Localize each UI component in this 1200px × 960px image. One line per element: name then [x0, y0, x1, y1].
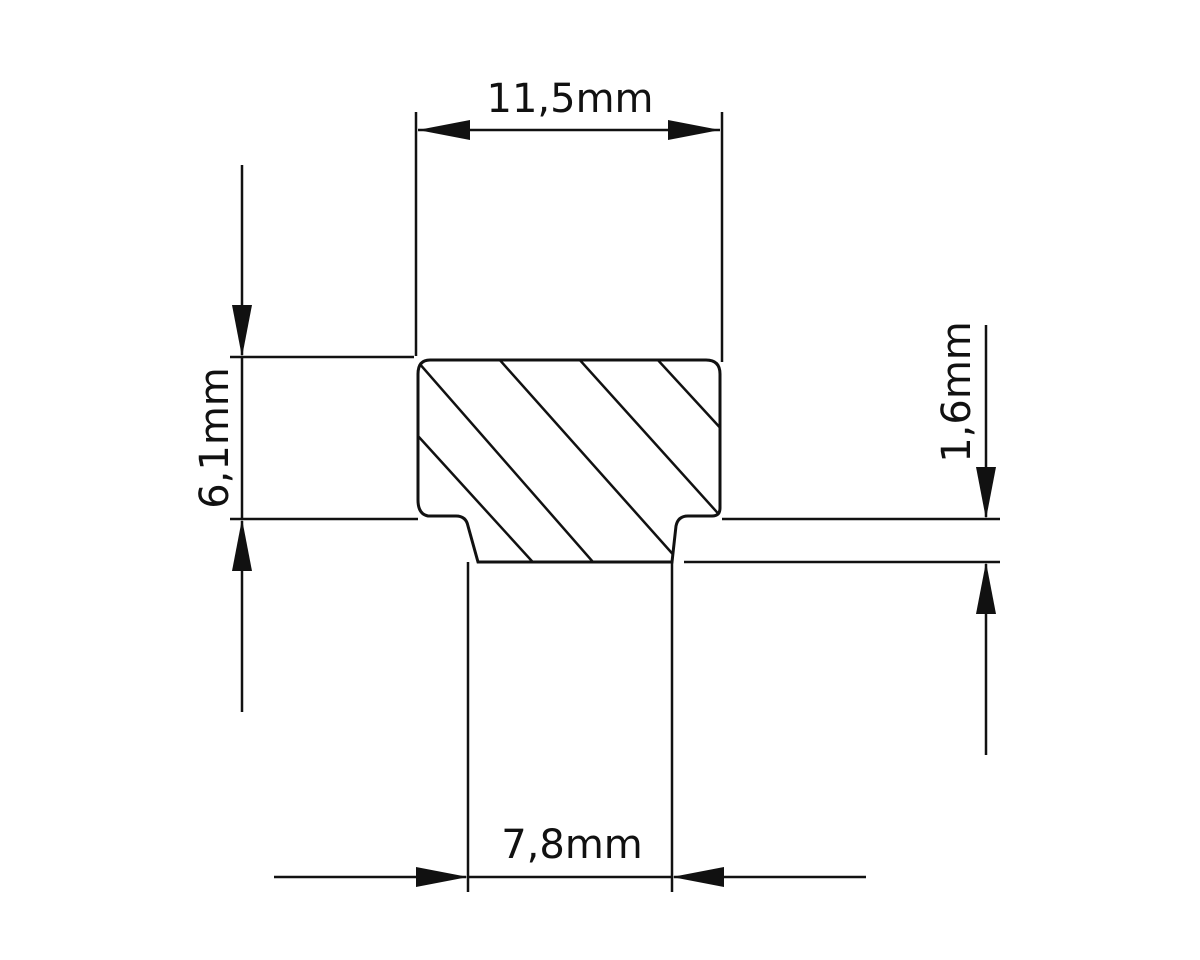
cross-section-hatching	[418, 360, 720, 562]
dimension-bottom-width: 7,8mm	[274, 822, 866, 887]
label-lip-height: 1,6mm	[934, 321, 980, 463]
dimension-total-height: 6,1mm	[192, 165, 252, 712]
label-total-height: 6,1mm	[192, 367, 238, 509]
dimension-top-width: 11,5mm	[418, 76, 720, 140]
dimension-lip-height: 1,6mm	[934, 321, 996, 755]
label-bottom-width: 7,8mm	[501, 822, 643, 868]
extension-lines	[230, 112, 1000, 892]
label-top-width: 11,5mm	[487, 76, 654, 122]
profile-outline	[416, 358, 722, 564]
